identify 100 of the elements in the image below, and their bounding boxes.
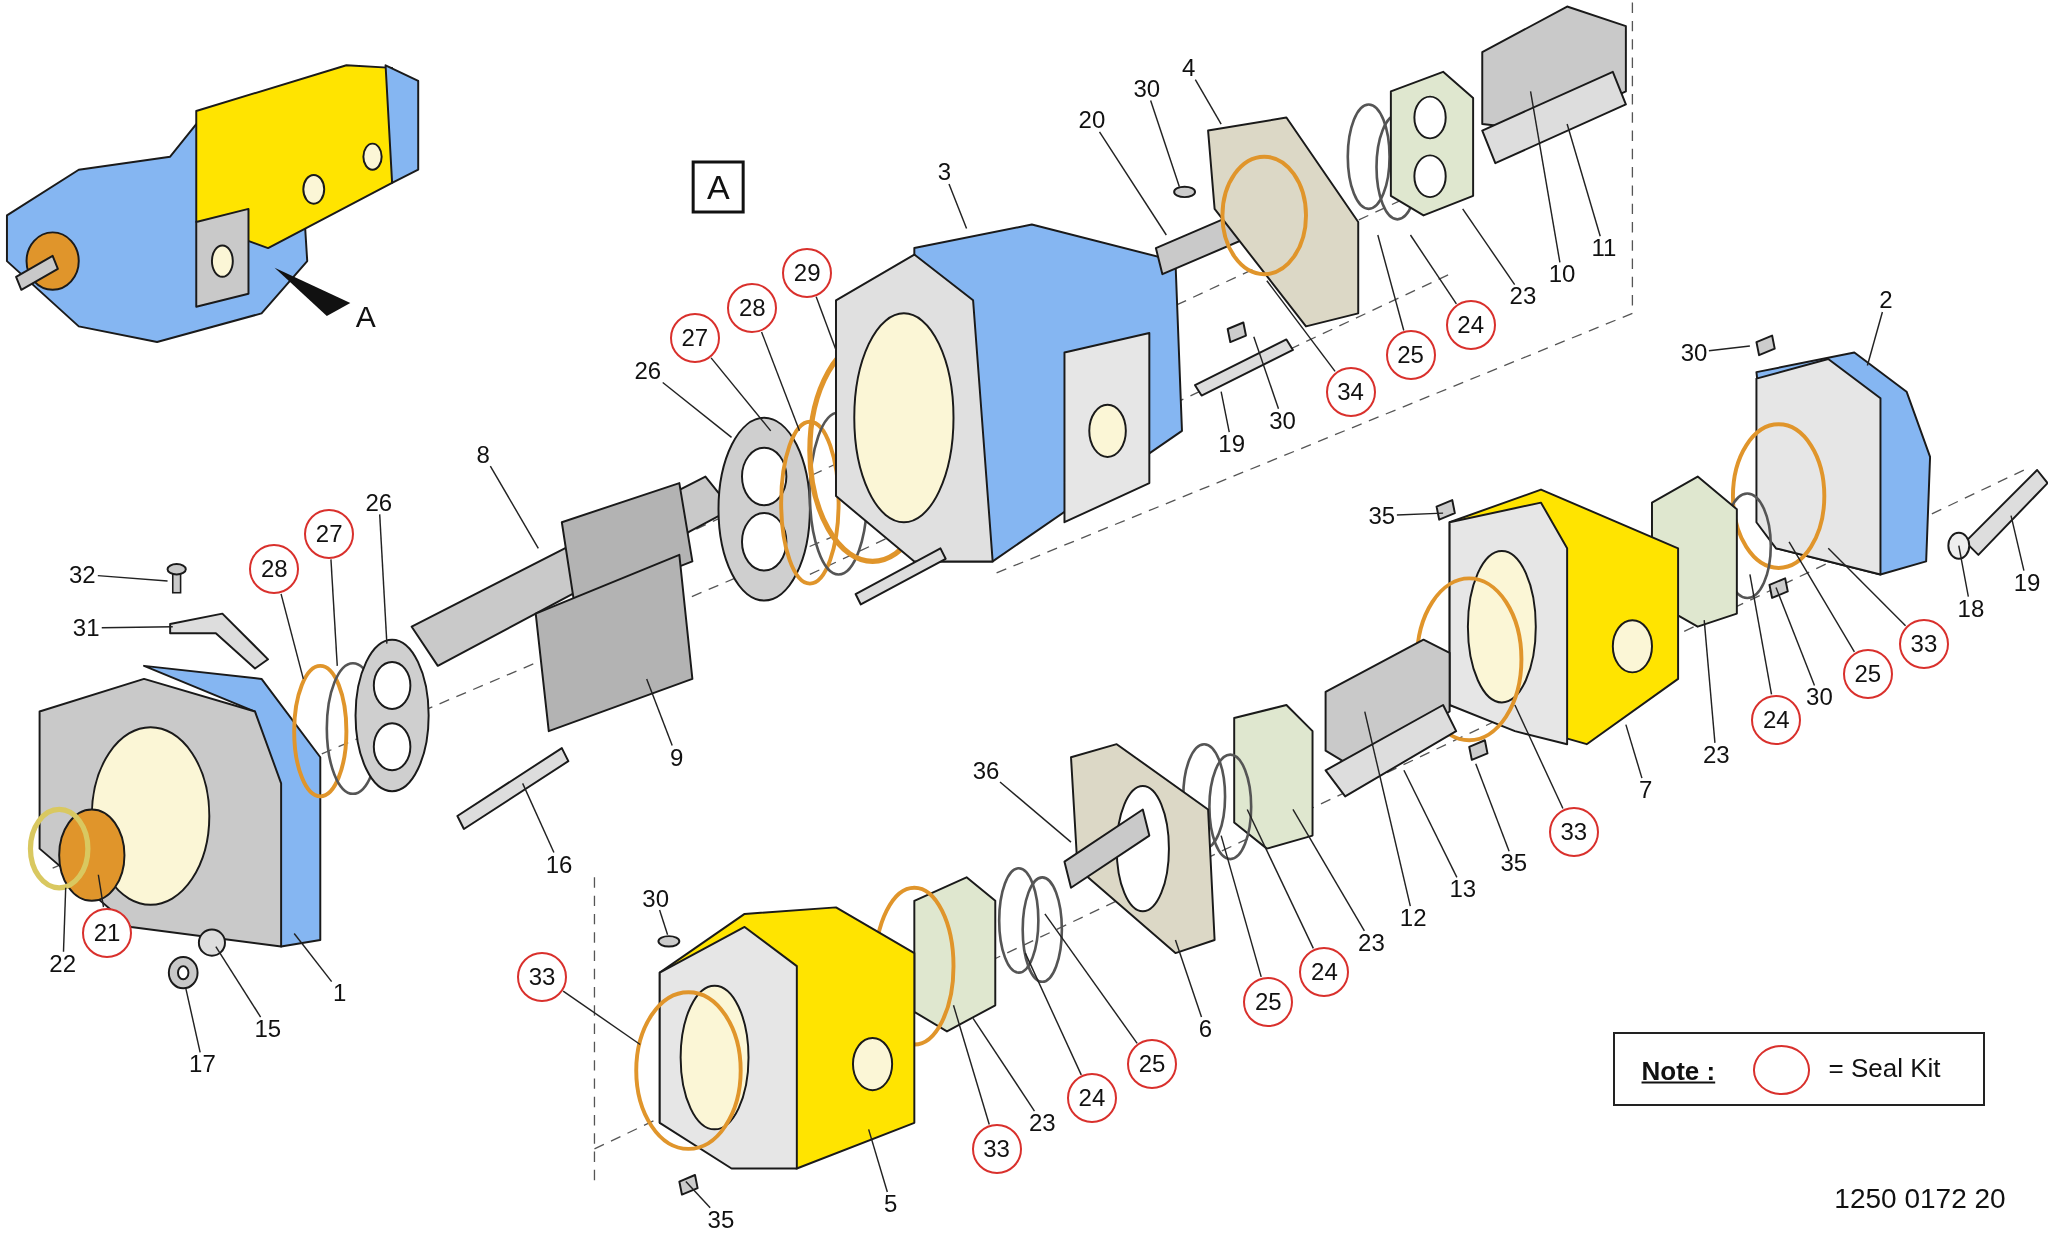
seal-kit-callout: 33: [971, 1124, 1022, 1175]
callout-number: 10: [1548, 261, 1576, 288]
callout-number: 4: [1181, 54, 1196, 81]
leader-line: [1409, 234, 1458, 305]
seal-kit-callout: 34: [1325, 366, 1376, 417]
callout-number: 23: [1358, 930, 1385, 956]
leader-line: [952, 1004, 990, 1126]
seal-kit-callout: 33: [1898, 618, 1949, 669]
seal-kit-callout: 27: [304, 509, 355, 560]
leader-line: [293, 932, 333, 983]
leader-line: [948, 183, 968, 230]
callout-number: 30: [1133, 75, 1161, 102]
leader-line: [760, 331, 801, 432]
leader-line: [1566, 123, 1601, 238]
leader-line: [1024, 952, 1082, 1076]
callout-number: 30: [1680, 339, 1708, 366]
leader-line: [1044, 913, 1138, 1045]
callout-number: 19: [1218, 431, 1245, 458]
seal-kit-callout: 21: [82, 907, 133, 958]
callout-number: 23: [1028, 1110, 1056, 1137]
seal-kit-callout: 28: [249, 544, 300, 595]
seal-kit-callout: 24: [1445, 300, 1496, 351]
callout-number: 22: [49, 950, 77, 977]
leader-line: [101, 625, 174, 629]
leader-line: [662, 381, 733, 439]
callout-number: 35: [1368, 502, 1396, 529]
callout-number: 8: [476, 441, 490, 468]
leader-line: [1749, 573, 1773, 696]
leader-line: [1292, 808, 1366, 932]
leader-line: [1461, 208, 1516, 286]
callout-number: 26: [365, 489, 393, 516]
callout-number: 11: [1591, 235, 1617, 262]
leader-line: [1194, 78, 1222, 125]
leader-line: [972, 1017, 1036, 1112]
seal-kit-callout: 25: [1842, 648, 1893, 699]
note-label: Note :: [1641, 1055, 1716, 1087]
leader-line: [330, 558, 338, 667]
callout-number: 35: [1500, 850, 1528, 877]
callout-number: 13: [1449, 876, 1477, 903]
view-label: A: [692, 160, 745, 214]
leader-line: [521, 782, 555, 854]
callout-number: 30: [1269, 407, 1296, 434]
callout-number: 18: [1957, 595, 1985, 622]
leader-line: [280, 593, 305, 680]
seal-kit-callout: 24: [1066, 1073, 1117, 1124]
seal-kit-callout: 25: [1127, 1039, 1177, 1090]
drawing-number: 1250 0172 20: [1834, 1183, 2006, 1215]
seal-kit-callout: 33: [517, 951, 568, 1002]
seal-kit-callout: 33: [1548, 807, 1599, 857]
leader-line: [999, 781, 1072, 843]
leader-line: [1775, 586, 1816, 687]
callout-number: 2: [1879, 287, 1893, 314]
leader-line: [378, 513, 388, 645]
leader-line: [2010, 515, 2025, 572]
leader-line: [658, 909, 669, 936]
leader-line: [1958, 545, 1970, 598]
leader-line: [1098, 131, 1168, 236]
leader-line: [1149, 99, 1181, 188]
callout-number: 20: [1078, 107, 1106, 134]
callout-number: 15: [254, 1016, 282, 1043]
leader-line: [1266, 279, 1336, 373]
leader-line: [97, 874, 105, 908]
callout-number: 31: [72, 615, 100, 642]
leader-line: [97, 574, 169, 582]
callout-number: 9: [669, 744, 684, 771]
callout-number: 6: [1198, 1016, 1213, 1043]
leader-line: [489, 465, 540, 550]
seal-kit-callout: 24: [1751, 694, 1802, 745]
leader-line: [62, 887, 67, 953]
seal-kit-callout: 29: [782, 247, 833, 298]
leader-line: [1246, 808, 1315, 950]
leader-line: [1703, 619, 1716, 744]
legend-text: = Seal Kit: [1828, 1052, 1941, 1084]
leader-line: [1220, 390, 1230, 433]
leader-line: [867, 1128, 889, 1193]
leader-line: [1403, 769, 1458, 879]
callout-number: 16: [545, 851, 573, 878]
leader-line: [1788, 541, 1856, 653]
callout-number: 35: [707, 1206, 735, 1233]
leader-line: [185, 987, 201, 1053]
leader-line: [1529, 90, 1561, 264]
leader-line: [815, 296, 837, 351]
leader-line: [1396, 512, 1444, 516]
leader-line: [1475, 763, 1510, 852]
leader-line: [1708, 345, 1751, 352]
leader-line: [1514, 704, 1564, 810]
callout-number: 3: [937, 159, 951, 186]
leader-line: [1827, 547, 1907, 627]
leader-line: [710, 357, 772, 432]
callout-number: 32: [68, 561, 96, 588]
callout-number: 26: [634, 357, 662, 384]
seal-kit-callout: 25: [1385, 330, 1436, 381]
callout-number: 23: [1702, 741, 1730, 768]
leader-line: [1866, 311, 1884, 367]
callout-number: 19: [2013, 569, 2041, 596]
seal-kit-callout: 24: [1299, 946, 1350, 997]
callout-number: 30: [1806, 684, 1833, 711]
leader-line: [1625, 723, 1643, 779]
callout-number: 36: [972, 757, 1000, 784]
seal-kit-callout: 27: [669, 313, 720, 364]
